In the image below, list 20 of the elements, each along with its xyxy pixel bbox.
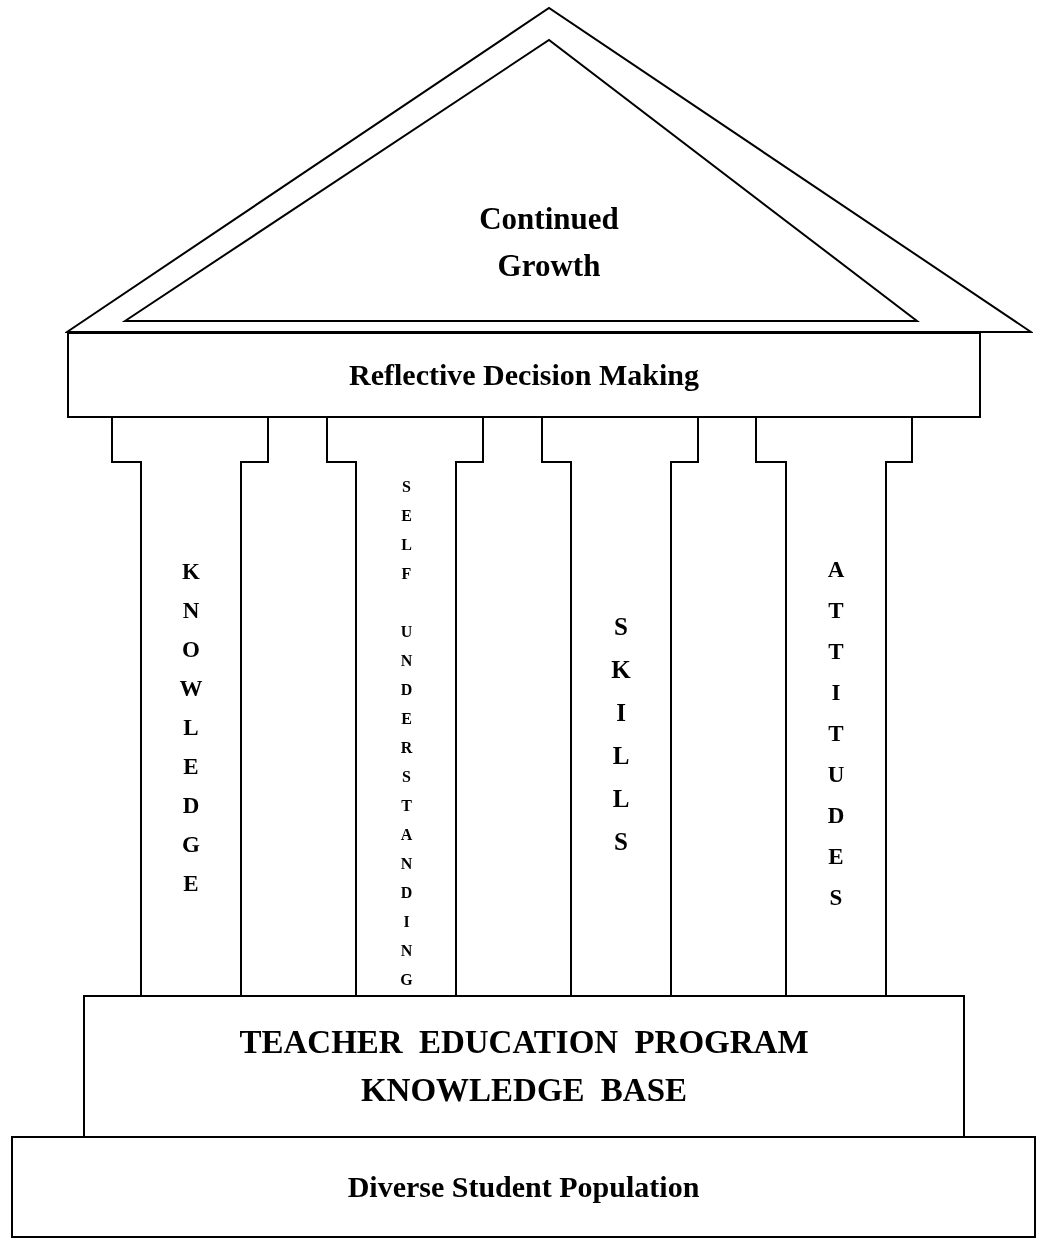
column-label: ATTITUDES [824,557,848,926]
column [355,461,457,997]
column [785,461,887,997]
column-capital [755,416,913,463]
beam-band [67,332,981,418]
roof-triangle [65,6,1033,334]
column-capital [541,416,699,463]
base-band [83,995,965,1138]
column-label: SELF UNDERSTANDING [398,478,414,1000]
floor-band [11,1136,1036,1238]
roof-label: Continued Growth [478,200,620,285]
band-label: Diverse Student Population [347,1169,700,1205]
column-label: SKILLS [608,613,634,871]
column-capital [111,416,269,463]
band-label: Reflective Decision Making [349,357,699,393]
band-label: TEACHER EDUCATION PROGRAM KNOWLEDGE BASE [238,1022,810,1110]
column-label: KNOWLEDGE [179,559,203,910]
column-capital [326,416,484,463]
column [140,461,242,997]
column [570,461,672,997]
